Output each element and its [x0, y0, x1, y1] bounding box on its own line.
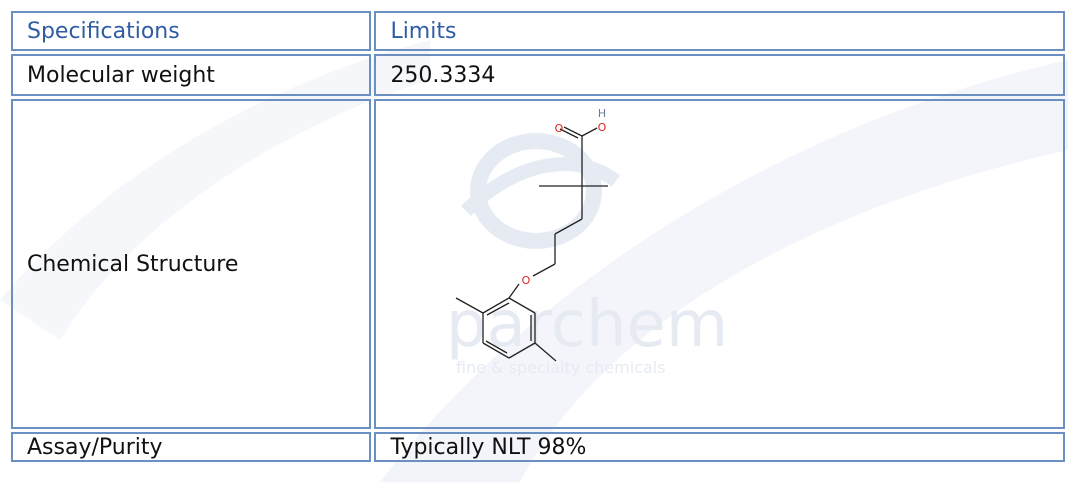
atom-hydroxyl-oxygen: O — [598, 121, 607, 134]
limit-value-molecular-weight: 250.3334 — [374, 54, 1065, 96]
atom-ether-oxygen: O — [522, 274, 531, 287]
molecule-bonds — [456, 126, 609, 362]
header-limits: Limits — [374, 11, 1065, 51]
header-specifications: Specifications — [11, 11, 372, 51]
spec-label-chemical-structure: Chemical Structure — [11, 99, 372, 429]
atom-hydroxyl-hydrogen: H — [598, 107, 606, 120]
watermark-brand: parchem — [446, 288, 728, 362]
watermark-tagline: fine & specialty chemicals — [456, 358, 666, 377]
chemical-structure-image: parchem fine & specialty chemicals — [446, 107, 729, 377]
spec-label-assay-purity: Assay/Purity — [11, 432, 372, 462]
chemical-structure-cell: parchem fine & specialty chemicals — [374, 99, 1065, 429]
limit-value-assay-purity: Typically NLT 98% — [374, 432, 1065, 462]
atom-carbonyl-oxygen: O — [555, 122, 564, 135]
specifications-table: Specifications Limits Molecular weight 2… — [8, 8, 1068, 465]
table-header-row: Specifications Limits — [11, 11, 1065, 51]
table-row-chemical-structure: Chemical Structure parchem fine & specia… — [11, 99, 1065, 429]
parchem-watermark: parchem fine & specialty chemicals — [446, 133, 729, 377]
spec-label-molecular-weight: Molecular weight — [11, 54, 372, 96]
table-row-molecular-weight: Molecular weight 250.3334 — [11, 54, 1065, 96]
table-row-assay-purity: Assay/Purity Typically NLT 98% — [11, 432, 1065, 462]
